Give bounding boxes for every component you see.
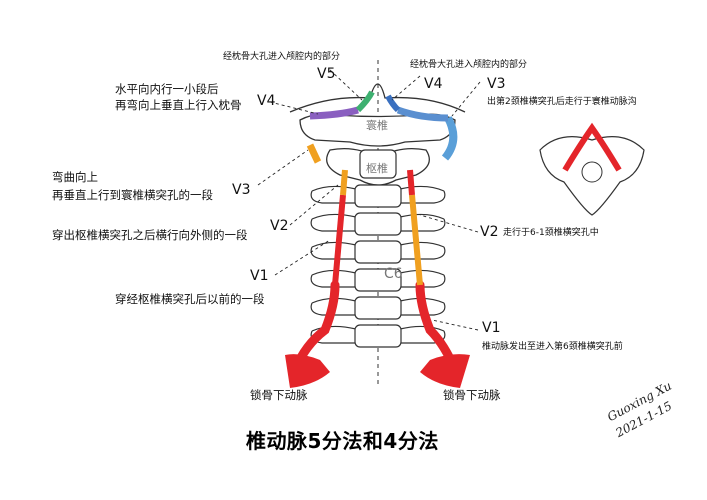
atlas-label: 寰椎 [366, 119, 388, 132]
axis-label: 枢椎 [366, 162, 388, 175]
inset-atlas-axial-view [539, 122, 645, 216]
left-subclavian-artery [285, 354, 330, 388]
left-v4-desc-1: 水平向内行一小段后 [115, 82, 219, 96]
left-artery-v4 [309, 106, 359, 120]
leader-lines [257, 69, 481, 331]
label-v5: V5 [317, 66, 336, 82]
left-v2-desc: 穿出枢椎横突孔之后横行向外侧的一段 [52, 228, 248, 242]
right-artery-v2-upper [407, 169, 415, 196]
diagram-title: 椎动脉5分法和4分法 [246, 429, 439, 453]
left-label-v4: V4 [257, 93, 276, 109]
right-artery-v5 [385, 94, 401, 113]
right-artery-v3 [441, 116, 458, 161]
right-artery-v4 [396, 106, 449, 122]
right-v2-desc: 走行于6-1颈椎横突孔中 [503, 228, 599, 238]
right-subclavian-label: 锁骨下动脉 [443, 388, 501, 402]
left-v3-desc-2: 再垂直上行到寰椎横突孔的一段 [52, 188, 213, 202]
left-subclavian-label: 锁骨下动脉 [250, 388, 308, 402]
left-artery-v3 [306, 143, 322, 164]
right-v1-desc: 椎动脉发出至进入第6颈椎横突孔前 [482, 342, 623, 352]
left-top-note: 经枕骨大孔进入颅腔内的部分 [223, 52, 341, 62]
right-v3-desc: 出第2颈椎横突孔后走行于寰椎动脉沟 [487, 97, 637, 107]
left-artery-v5 [355, 90, 375, 113]
cervical-stack [310, 184, 446, 348]
left-artery-v2-lower [332, 194, 346, 286]
left-v3-desc-1: 弯曲向上 [52, 170, 98, 184]
cervical-vertebra [310, 212, 446, 236]
cervical-vertebra [310, 240, 446, 264]
right-top-note: 经枕骨大孔进入颅腔内的部分 [410, 60, 528, 70]
left-label-v1: V1 [250, 268, 269, 284]
left-artery-v2 [340, 169, 348, 196]
c6-label: C6 [384, 266, 403, 282]
right-label-v3: V3 [487, 76, 506, 92]
cervical-vertebra [310, 268, 446, 292]
cervical-vertebra [310, 184, 446, 208]
right-artery-v2 [409, 194, 423, 286]
right-label-v2: V2 [480, 224, 499, 240]
axis-vertebra [326, 147, 430, 186]
left-v4-desc-2: 再弯向上垂直上行入枕骨 [115, 98, 242, 112]
left-label-v3: V3 [232, 182, 251, 198]
occipital-base [289, 83, 466, 113]
left-label-v2: V2 [270, 218, 289, 234]
left-v1-desc: 穿经枢椎横突孔后以前的一段 [115, 292, 265, 306]
right-label-v4: V4 [424, 76, 443, 92]
right-subclavian-artery [420, 354, 470, 388]
right-label-v1: V1 [482, 320, 501, 336]
